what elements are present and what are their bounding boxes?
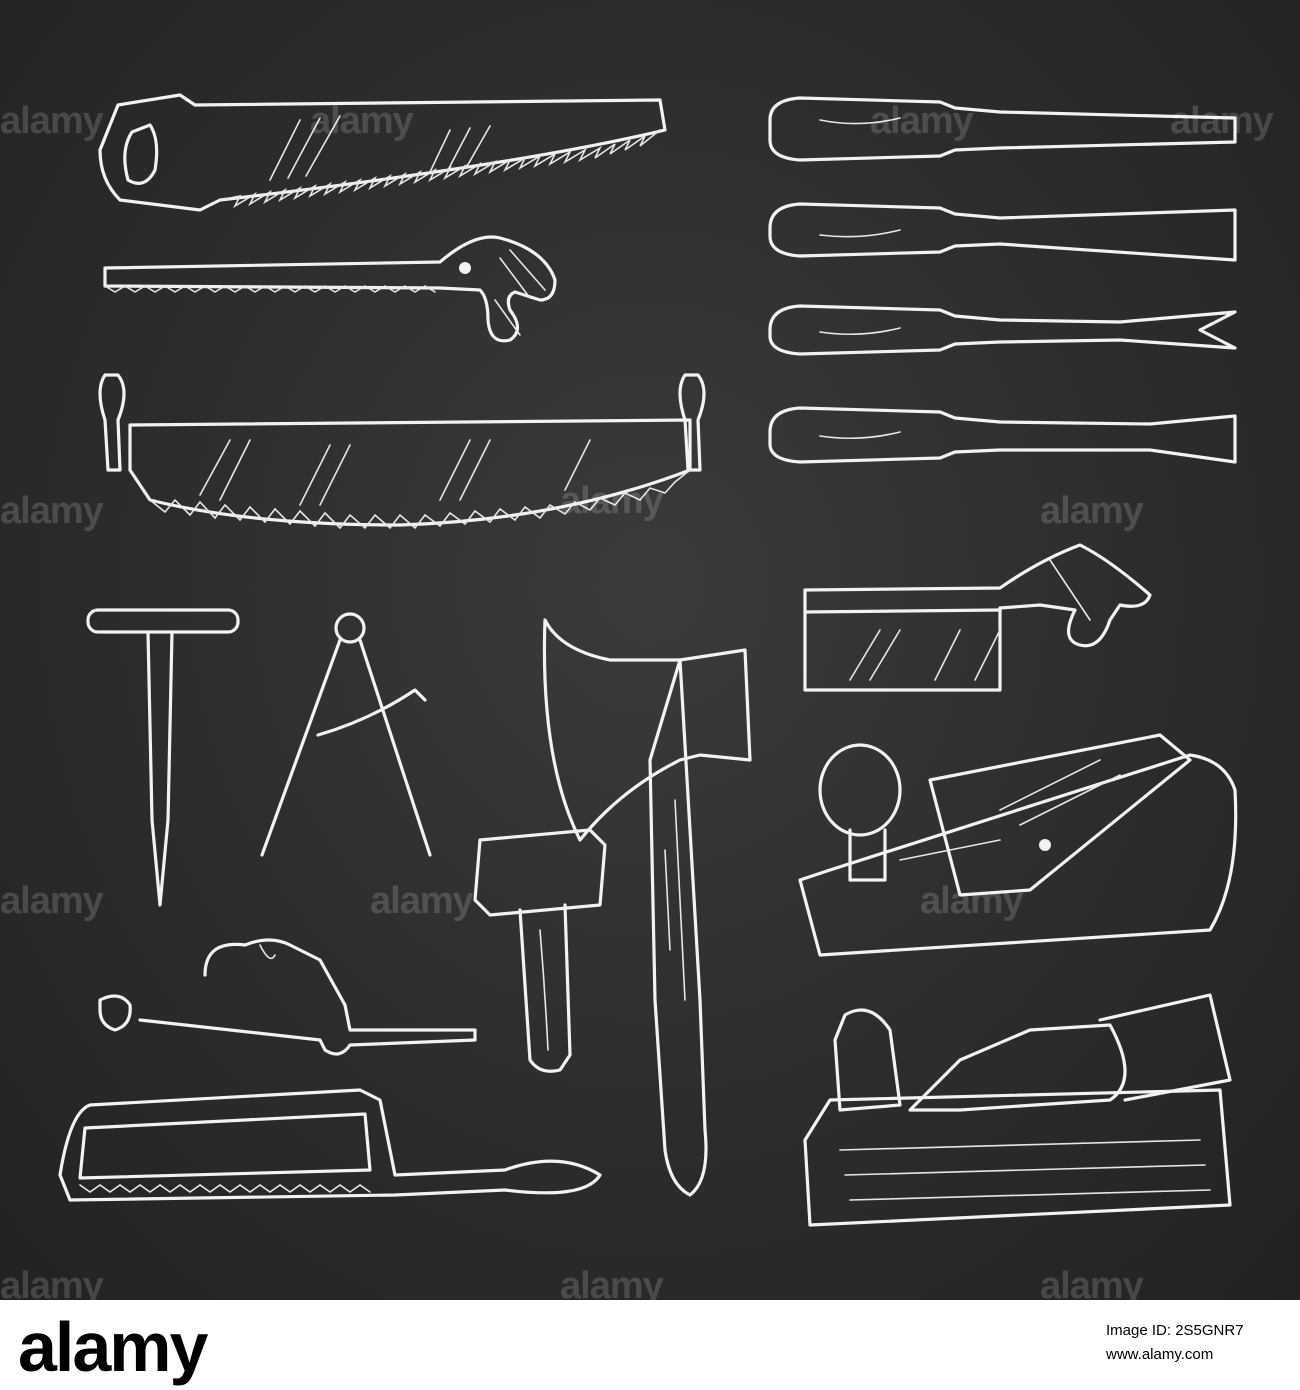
keyhole-saw [103,235,557,343]
wooden-plane [803,993,1232,1227]
hand-saw [98,93,667,212]
compass [260,612,432,857]
two-man-saw [98,373,706,530]
footer-bar: alamy Image ID: 2S5GNR7 www.alamy.com [0,1300,1300,1390]
image-id: Image ID: 2S5GNR7 [1106,1322,1244,1339]
gimlet [86,608,240,907]
brace-drill [98,938,477,1056]
tools-drawing [58,93,1238,1227]
footer-logo: alamy [18,1308,208,1386]
hand-plane [798,733,1238,957]
axe [542,618,752,1197]
mallet [473,828,607,1073]
chisels [768,96,1237,464]
back-saw [803,543,1152,692]
chalkboard-illustration: alamy alamy alamy alamy alamy alamy alam… [0,0,1300,1300]
hacksaw [58,1088,602,1202]
site-url: www.alamy.com [1106,1346,1214,1363]
